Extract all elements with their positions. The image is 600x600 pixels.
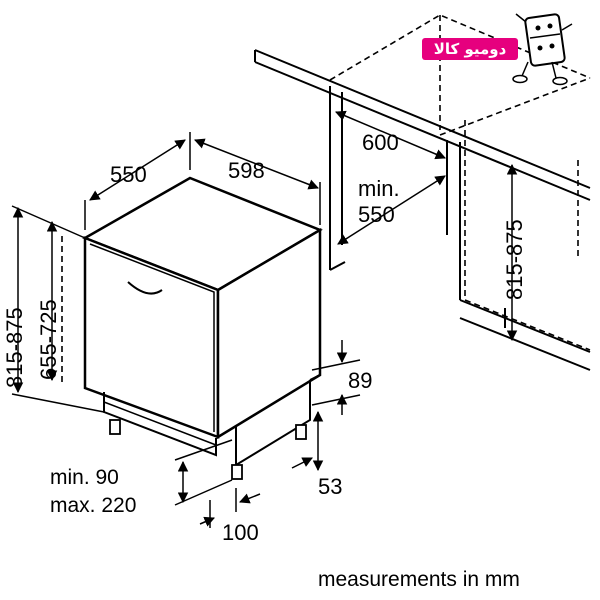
label-appliance-width: 598 [228, 158, 265, 183]
label-appliance-depth: 550 [110, 162, 147, 187]
dishwasher-appliance [61, 176, 323, 480]
logo-badge [422, 38, 518, 60]
label-door-height: 655-725 [36, 299, 61, 380]
label-niche-depth-value: 550 [358, 202, 395, 227]
foot-back-right [295, 424, 307, 440]
foot-front-left [109, 419, 121, 435]
foot-front-right [231, 464, 243, 480]
door-handle [127, 281, 163, 295]
brand-logo: دوميو كالا [422, 13, 573, 86]
label-foot-offset: 100 [222, 520, 259, 545]
domino-mascot-icon [512, 13, 573, 86]
label-niche-width: 600 [362, 130, 399, 155]
label-foot-max: max. 220 [50, 494, 136, 517]
label-niche-depth-min: min. [358, 176, 400, 201]
label-appliance-height: 815-875 [2, 307, 27, 388]
logo-text: دوميو كالا [434, 40, 507, 58]
label-niche-height: 815-875 [502, 219, 527, 300]
dimension-lines [11, 110, 518, 528]
caption-measurements: measurements in mm [318, 568, 520, 591]
label-plinth-gap: 53 [318, 474, 342, 499]
cabinet-niche [254, 14, 591, 371]
label-foot-min: min. 90 [50, 466, 119, 489]
label-plinth-height: 89 [348, 368, 372, 393]
